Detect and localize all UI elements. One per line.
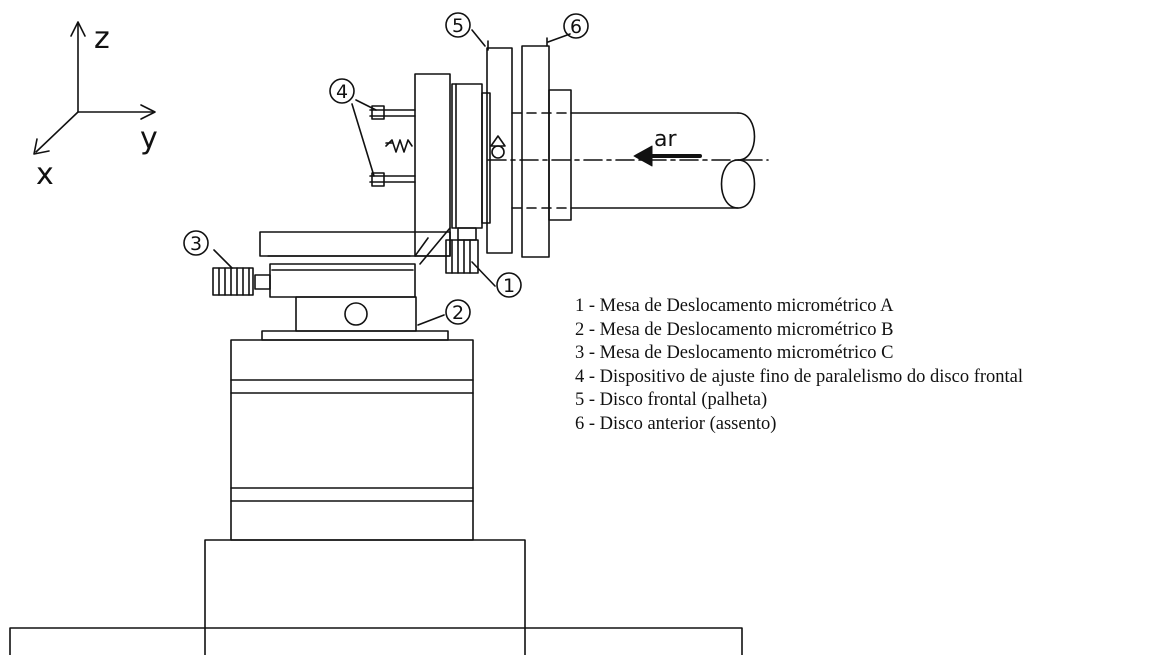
callout-4: 4	[336, 81, 348, 103]
legend-item: 5 - Disco frontal (palheta)	[575, 390, 768, 410]
stage-a-bracket	[259, 73, 451, 265]
legend-item: 4 - Dispositivo de ajuste fino de parale…	[575, 366, 1024, 387]
frontal-disc	[445, 40, 513, 274]
axis-z-label: z	[94, 21, 110, 56]
floor-line	[9, 627, 743, 655]
legend: 1 - Mesa de Deslocamento micrométrico A …	[575, 295, 1023, 436]
stage-b	[295, 296, 417, 332]
fine-adjust-screws	[369, 105, 416, 187]
callout-5: 5	[452, 15, 464, 37]
callout-2-circle	[445, 299, 471, 325]
callout-4-circle	[329, 78, 355, 104]
stage-c	[212, 263, 416, 298]
legend-item: 1 - Mesa de Deslocamento micrométrico A	[575, 296, 894, 316]
callout-6: 6	[570, 16, 582, 38]
flow-label: ar	[654, 127, 677, 152]
legend-item: 2 - Mesa de Deslocamento micrométrico B	[575, 319, 894, 340]
legend-item: 6 - Disco anterior (assento)	[575, 413, 777, 434]
air-tube	[487, 112, 769, 209]
callout-3-circle	[183, 230, 209, 256]
leader-lines	[213, 29, 571, 326]
callout-1-circle	[496, 272, 522, 298]
column-cap	[261, 330, 449, 341]
legend-item: 3 - Mesa de Deslocamento micrométrico C	[575, 343, 894, 363]
base-block	[204, 539, 526, 655]
axis-system	[33, 21, 156, 155]
anterior-disc	[521, 37, 572, 258]
callout-5-circle	[445, 12, 471, 38]
callout-3: 3	[190, 233, 202, 255]
callout-2: 2	[452, 302, 464, 324]
column-body	[230, 339, 474, 541]
axis-x-label: x	[36, 157, 54, 192]
callout-6-circle	[563, 13, 589, 39]
axis-y-label: y	[140, 121, 158, 156]
callout-1: 1	[503, 275, 515, 297]
flow-arrow	[633, 145, 702, 167]
